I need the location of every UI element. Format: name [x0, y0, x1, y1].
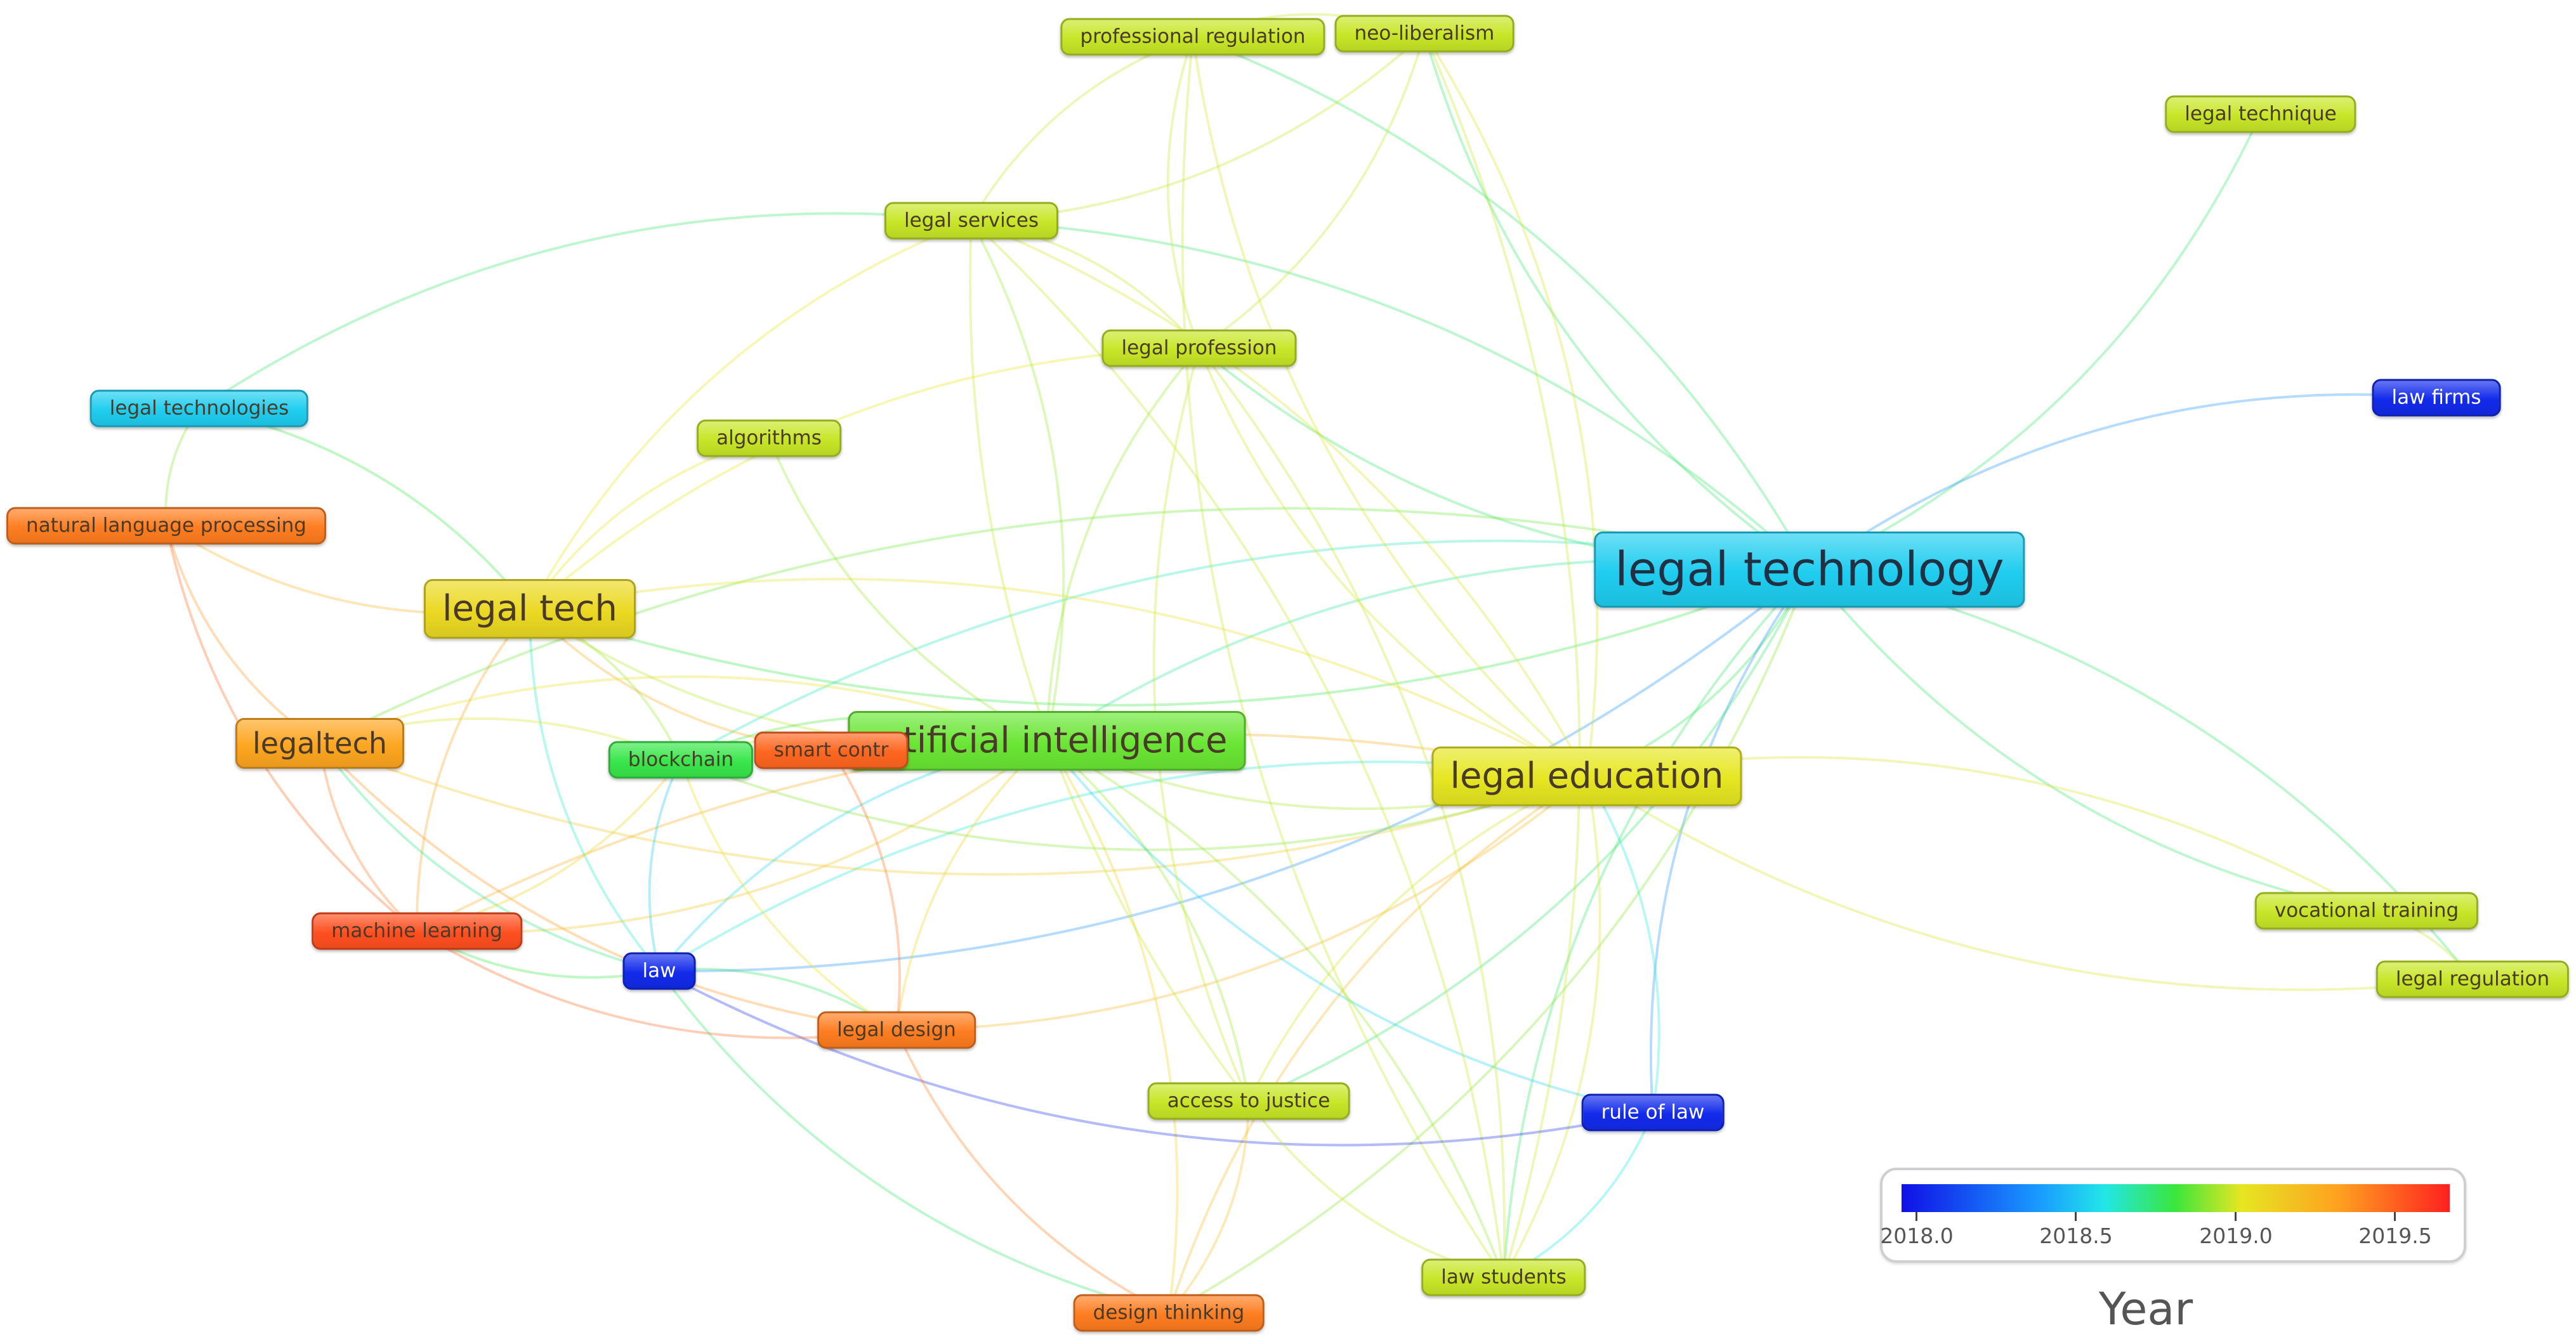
edge-artificial-intelligence-law-students	[1046, 740, 1505, 1278]
edge-legal-education-design-thinking	[1167, 775, 1588, 1314]
edge-legal-technology-access-to-justice	[1248, 569, 1811, 1102]
node-artificial-intelligence[interactable]: artificial intelligence	[848, 711, 1246, 771]
legend-tick-label: 2018.0	[1880, 1223, 1954, 1248]
edge-access-to-justice-design-thinking	[1167, 1100, 1250, 1314]
year-legend: 2018.0 2018.5 2019.0 2019.5	[1880, 1168, 2466, 1263]
edge-legal-technology-professional-regulation	[1192, 36, 1811, 570]
edge-artificial-intelligence-algorithms	[768, 438, 1048, 742]
edge-legal-technology-legaltech	[319, 507, 1810, 745]
edge-legal-design-smart-contracts	[830, 749, 901, 1031]
node-natural-language-processing[interactable]: natural language processing	[6, 507, 326, 545]
legend-tick-label: 2019.0	[2199, 1223, 2273, 1248]
edge-legal-education-legal-design	[896, 775, 1588, 1031]
node-legal-education[interactable]: legal education	[1431, 747, 1742, 806]
edge-legal-technology-legal-tech	[529, 568, 1810, 707]
node-legal-profession[interactable]: legal profession	[1101, 329, 1297, 367]
edge-artificial-intelligence-access-to-justice	[1046, 740, 1250, 1102]
edge-legal-education-law-students	[1502, 776, 1601, 1278]
node-legal-tech[interactable]: legal tech	[424, 579, 636, 639]
edge-legal-education-blockchain	[680, 759, 1587, 851]
edge-legal-technology-design-thinking	[1168, 569, 1811, 1314]
node-smart-contracts[interactable]: smart contr	[754, 731, 909, 769]
edge-artificial-intelligence-legal-profession	[1046, 347, 1200, 741]
edge-legaltech-machine-learning	[319, 743, 418, 932]
edge-legal-tech-machine-learning	[415, 608, 531, 932]
edge-artificial-intelligence-design-thinking	[1046, 740, 1179, 1314]
edge-artificial-intelligence-legal-services	[970, 220, 1065, 741]
node-algorithms[interactable]: algorithms	[697, 419, 841, 457]
edge-legal-technology-rule-of-law	[1649, 568, 1811, 1113]
edge-law-blockchain	[648, 759, 682, 972]
legend-tick	[2394, 1212, 2396, 1221]
node-legal-technology[interactable]: legal technology	[1594, 532, 2025, 608]
edge-legal-technology-legal-services	[971, 219, 1811, 571]
legend-tick	[2235, 1212, 2237, 1221]
legend-tick	[1916, 1212, 1917, 1221]
node-legal-services[interactable]: legal services	[884, 202, 1059, 240]
edge-legaltech-legal-design	[319, 742, 897, 1031]
edge-legal-tech-law	[528, 608, 660, 972]
edge-legal-education-legal-regulation	[1586, 775, 2473, 991]
edge-legal-technology-law-students	[1502, 568, 1811, 1278]
edge-legal-education-neo-liberalism	[1423, 32, 1599, 777]
node-design-thinking[interactable]: design thinking	[1073, 1294, 1265, 1332]
edge-legal-technology-law	[659, 568, 1811, 973]
edge-legal-education-rule-of-law	[1586, 775, 1660, 1113]
node-law-students[interactable]: law students	[1421, 1258, 1586, 1296]
node-law-firms[interactable]: law firms	[2372, 379, 2501, 417]
legend-tick	[2075, 1212, 2077, 1221]
edge-legal-education-legal-profession	[1198, 348, 1587, 778]
edge-legal-services-law-students	[970, 219, 1505, 1278]
edge-legal-education-legal-tech	[529, 578, 1587, 778]
node-legal-design[interactable]: legal design	[817, 1011, 976, 1049]
year-color-scale	[1902, 1184, 2450, 1212]
legend-title: Year	[2098, 1283, 2193, 1335]
edge-artificial-intelligence-legal-design	[895, 740, 1048, 1031]
node-legaltech[interactable]: legaltech	[235, 718, 405, 769]
node-professional-regulation[interactable]: professional regulation	[1060, 18, 1325, 56]
edge-law-rule-of-law	[659, 970, 1653, 1147]
edge-legal-technology-law-firms	[1808, 393, 2437, 571]
edge-law-design-thinking	[658, 970, 1169, 1314]
edge-legal-technology-legal-technique	[1809, 114, 2262, 571]
node-blockchain[interactable]: blockchain	[608, 741, 754, 779]
edge-legaltech-law	[319, 742, 660, 972]
legend-tick-label: 2018.5	[2039, 1223, 2113, 1248]
node-neo-liberalism[interactable]: neo-liberalism	[1334, 15, 1515, 53]
node-machine-learning[interactable]: machine learning	[312, 912, 522, 950]
edge-legal-tech-legal-profession	[529, 347, 1200, 610]
edge-legal-education-legaltech	[319, 742, 1587, 876]
edge-legal-education-legal-services	[971, 219, 1588, 777]
edge-artificial-intelligence-legaltech	[319, 675, 1048, 745]
edge-legal-services-legal-technologies	[198, 212, 972, 410]
edge-professional-regulation-law-students	[1181, 36, 1505, 1279]
edge-neo-liberalism-law-students	[1423, 33, 1581, 1278]
edge-legal-education-professional-regulation	[1192, 36, 1588, 778]
node-access-to-justice[interactable]: access to justice	[1147, 1082, 1350, 1120]
edge-artificial-intelligence-rule-of-law	[1046, 740, 1653, 1114]
edge-blockchain-legal-design	[680, 759, 898, 1031]
node-legal-regulation[interactable]: legal regulation	[2376, 960, 2570, 998]
edge-legal-profession-professional-regulation	[1166, 36, 1200, 349]
edge-legal-technology-vocational-training	[1808, 568, 2367, 912]
node-vocational-training[interactable]: vocational training	[2254, 892, 2479, 930]
node-legal-technologies[interactable]: legal technologies	[89, 389, 309, 427]
node-law[interactable]: law	[622, 952, 696, 990]
edge-legal-design-design-thinking	[895, 1029, 1169, 1314]
node-rule-of-law[interactable]: rule of law	[1581, 1093, 1725, 1132]
node-legal-technique[interactable]: legal technique	[2165, 95, 2356, 133]
edge-legal-education-access-to-justice	[1247, 775, 1587, 1102]
edge-legal-technology-neo-liberalism	[1423, 33, 1811, 571]
edge-legal-services-access-to-justice	[969, 220, 1250, 1102]
edge-legal-tech-legal-services	[529, 219, 972, 610]
edge-legal-profession-neo-liberalism	[1198, 33, 1426, 349]
legend-tick-label: 2019.5	[2358, 1223, 2432, 1248]
